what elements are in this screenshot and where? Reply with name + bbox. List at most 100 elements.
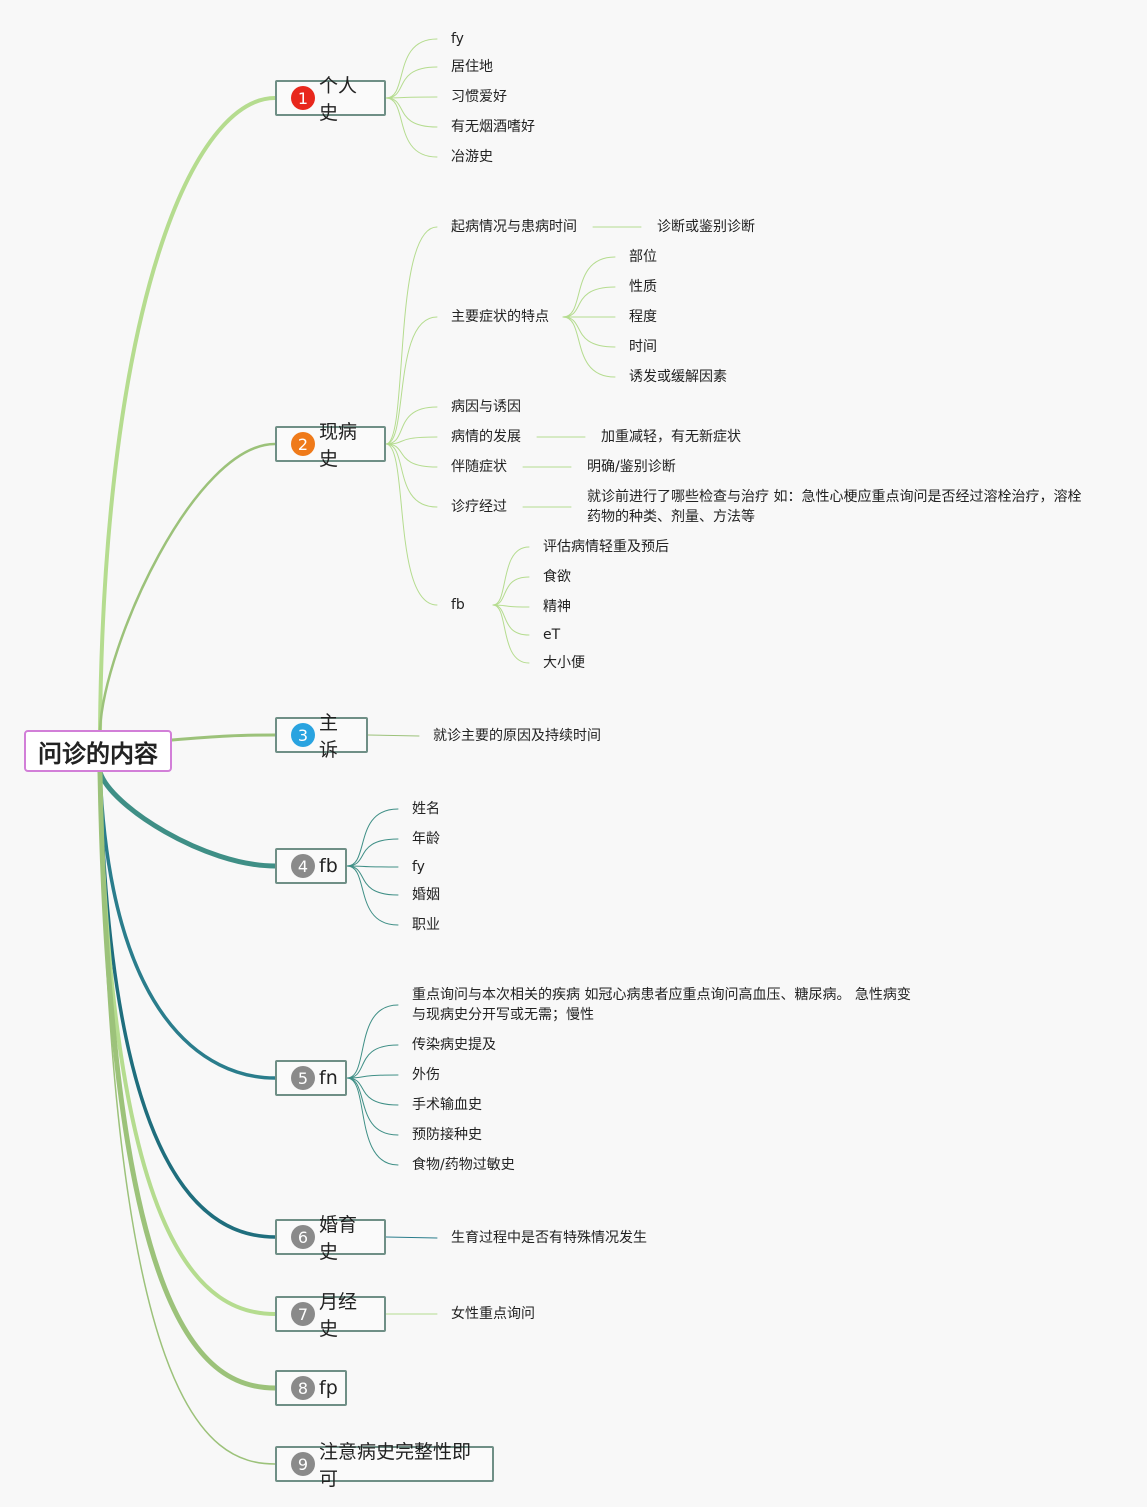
leaf-node[interactable]: 伴随症状 — [451, 459, 507, 475]
connector-line — [385, 443, 438, 606]
number-badge-icon: 2 — [291, 432, 315, 456]
leaf-node[interactable]: fb — [451, 597, 465, 613]
connector-line — [492, 604, 530, 636]
connector-line — [97, 769, 278, 1391]
leaf-node[interactable]: 食物/药物过敏史 — [412, 1157, 515, 1173]
leaf-node[interactable]: 病情的发展 — [451, 429, 521, 445]
branch-label: 主诉 — [319, 712, 339, 761]
connector-line — [385, 97, 438, 128]
root-node[interactable]: 问诊的内容 — [24, 730, 172, 772]
branch-label: fp — [319, 1377, 338, 1399]
leaf-node[interactable]: 外伤 — [412, 1067, 440, 1083]
leaf-node[interactable]: 起病情况与患病时间 — [451, 219, 577, 235]
connector-line — [98, 770, 277, 1239]
connector-line — [385, 38, 438, 99]
subleaf-node[interactable]: 精神 — [543, 599, 571, 615]
subleaf-node[interactable]: eT — [543, 627, 561, 643]
subleaf-node[interactable]: 诊断或鉴别诊断 — [657, 219, 755, 235]
number-badge-icon: 3 — [291, 723, 315, 747]
subleaf-node[interactable]: 性质 — [629, 279, 657, 295]
subleaf-node[interactable]: 加重减轻，有无新症状 — [601, 429, 741, 445]
connector-line — [346, 1004, 399, 1079]
branch-label: 现病史 — [319, 421, 358, 470]
leaf-node[interactable]: 传染病史提及 — [412, 1037, 496, 1053]
number-badge-icon: 4 — [291, 854, 315, 878]
connector-line — [385, 436, 438, 445]
leaf-node[interactable]: 年龄 — [412, 831, 440, 847]
leaf-node[interactable]: 女性重点询问 — [451, 1306, 535, 1322]
number-badge-icon: 6 — [291, 1225, 315, 1249]
connector-line — [562, 286, 616, 318]
connector-line — [367, 734, 420, 737]
leaf-node[interactable]: 主要症状的特点 — [451, 309, 549, 325]
connector-line — [385, 96, 438, 99]
connector-line — [562, 316, 616, 348]
leaf-node[interactable]: 婚姻 — [412, 887, 440, 903]
connector-line — [492, 546, 530, 606]
connector-line — [385, 66, 438, 99]
subleaf-node[interactable]: 食欲 — [543, 569, 571, 585]
branch-label: fb — [319, 855, 338, 877]
connector-line — [346, 1044, 399, 1079]
subleaf-node[interactable]: 评估病情轻重及预后 — [543, 539, 669, 555]
number-badge-icon: 8 — [291, 1376, 315, 1400]
connector-line — [346, 1074, 399, 1079]
root-label: 问诊的内容 — [38, 739, 158, 768]
connector-line — [99, 771, 276, 1465]
leaf-node[interactable]: 就诊主要的原因及持续时间 — [433, 728, 601, 744]
leaf-node[interactable]: 职业 — [412, 917, 440, 933]
connector-line — [385, 443, 438, 508]
connector-line — [98, 770, 277, 1080]
connector-line — [170, 733, 277, 742]
connector-line — [562, 256, 616, 318]
number-badge-icon: 9 — [291, 1452, 315, 1476]
leaf-node[interactable]: 冶游史 — [451, 149, 493, 165]
connector-line — [346, 838, 399, 867]
leaf-node[interactable]: fy — [412, 859, 425, 875]
leaf-node[interactable]: fy — [451, 31, 464, 47]
leaf-node[interactable]: 手术输血史 — [412, 1097, 482, 1113]
connector-line — [385, 443, 438, 468]
subleaf-node[interactable]: 程度 — [629, 309, 657, 325]
connector-line — [98, 96, 277, 732]
branch-label: 个人史 — [319, 75, 358, 124]
leaf-node[interactable]: 预防接种史 — [412, 1127, 482, 1143]
subleaf-node[interactable]: 时间 — [629, 339, 657, 355]
connector-line — [346, 1077, 399, 1166]
connector-line — [385, 226, 438, 445]
leaf-node[interactable]: 诊疗经过 — [451, 499, 507, 515]
branch-label: fn — [319, 1067, 338, 1089]
leaf-node[interactable]: 姓名 — [412, 801, 440, 817]
connector-line — [492, 604, 530, 664]
subleaf-node[interactable]: 部位 — [629, 249, 657, 265]
leaf-node[interactable]: 生育过程中是否有特殊情况发生 — [451, 1230, 647, 1246]
leaf-node[interactable]: 居住地 — [451, 59, 493, 75]
subleaf-node[interactable]: 诱发或缓解因素 — [629, 369, 727, 385]
connector-line — [346, 865, 399, 896]
number-badge-icon: 5 — [291, 1066, 315, 1090]
subleaf-node[interactable]: 就诊前进行了哪些检查与治疗 如：急性心梗应重点询问是否经过溶栓治疗，溶栓药物的种… — [587, 489, 1082, 525]
leaf-node[interactable]: 有无烟酒嗜好 — [451, 119, 535, 135]
branch-label: 月经史 — [319, 1291, 358, 1340]
subleaf-node[interactable]: 大小便 — [543, 655, 585, 671]
subleaf-node[interactable]: 明确/鉴别诊断 — [587, 459, 676, 475]
connector-line — [98, 442, 277, 732]
branch-label: 婚育史 — [319, 1214, 358, 1263]
connector-line — [492, 576, 530, 606]
connector-line — [346, 1077, 399, 1106]
leaf-node[interactable]: 病因与诱因 — [451, 399, 521, 415]
connector-line — [562, 316, 616, 378]
leaf-node[interactable]: 重点询问与本次相关的疾病 如冠心病患者应重点询问高血压、糖尿病。 急性病变与现病… — [412, 987, 911, 1023]
leaf-node[interactable]: 习惯爱好 — [451, 89, 507, 105]
branch-label: 注意病史完整性即可 — [319, 1441, 472, 1490]
